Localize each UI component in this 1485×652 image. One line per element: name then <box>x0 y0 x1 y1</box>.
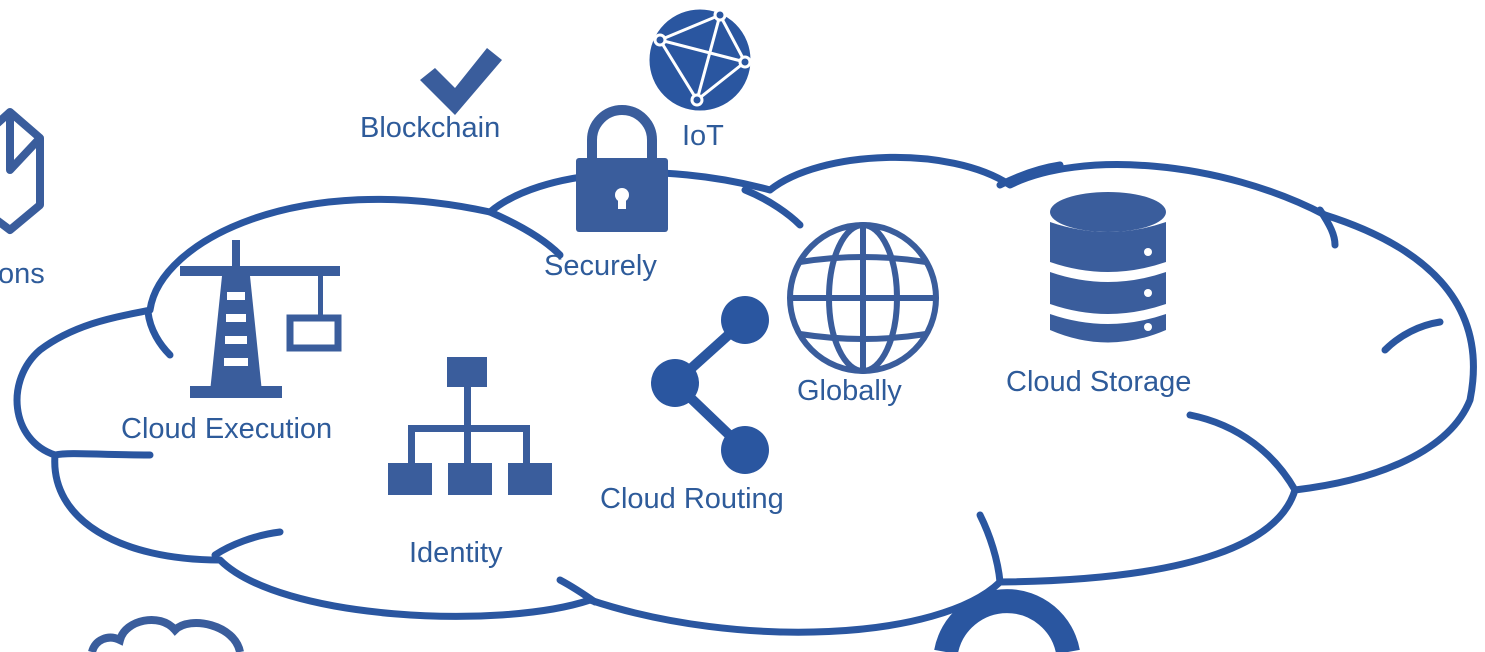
cloud-fold-top-mid <box>741 186 804 229</box>
small-cloud-icon <box>88 616 244 652</box>
network-globe-icon <box>646 6 754 114</box>
label-iot: IoT <box>682 120 724 152</box>
cloud-fold-right <box>1316 206 1339 249</box>
label-blockchain: Blockchain <box>360 112 501 144</box>
main-cloud-outline <box>13 153 1477 636</box>
hierarchy-icon <box>388 357 552 495</box>
label-identity: Identity <box>409 537 503 569</box>
cloud-fold-far-right <box>1381 318 1444 354</box>
share-icon <box>651 296 769 474</box>
label-securely: Securely <box>544 250 657 282</box>
ring-icon <box>934 589 1080 652</box>
label-cloud-storage: Cloud Storage <box>1006 366 1192 398</box>
lock-icon <box>576 105 668 232</box>
label-partial-left: ons <box>0 258 45 290</box>
cloud-fold-bottom <box>556 576 599 606</box>
checkmark-icon <box>420 48 502 115</box>
database-icon <box>1050 192 1166 343</box>
cloud-fold-top-left <box>486 208 564 259</box>
crane-icon <box>180 240 342 398</box>
label-globally: Globally <box>797 375 902 407</box>
label-cloud-execution: Cloud Execution <box>121 413 333 445</box>
globe-icon <box>787 222 939 374</box>
cloud-fold-top-right <box>996 161 1064 189</box>
cloud-fold-bottom-left <box>211 528 284 559</box>
cloud-fold-lower-right <box>1186 411 1299 494</box>
cloud-fold-left-mid <box>144 308 174 359</box>
cloud-fold-left-low <box>51 450 154 459</box>
cloud-fold-lower-mid <box>976 511 1004 586</box>
label-cloud-routing: Cloud Routing <box>600 483 784 515</box>
cube-icon <box>0 108 44 234</box>
